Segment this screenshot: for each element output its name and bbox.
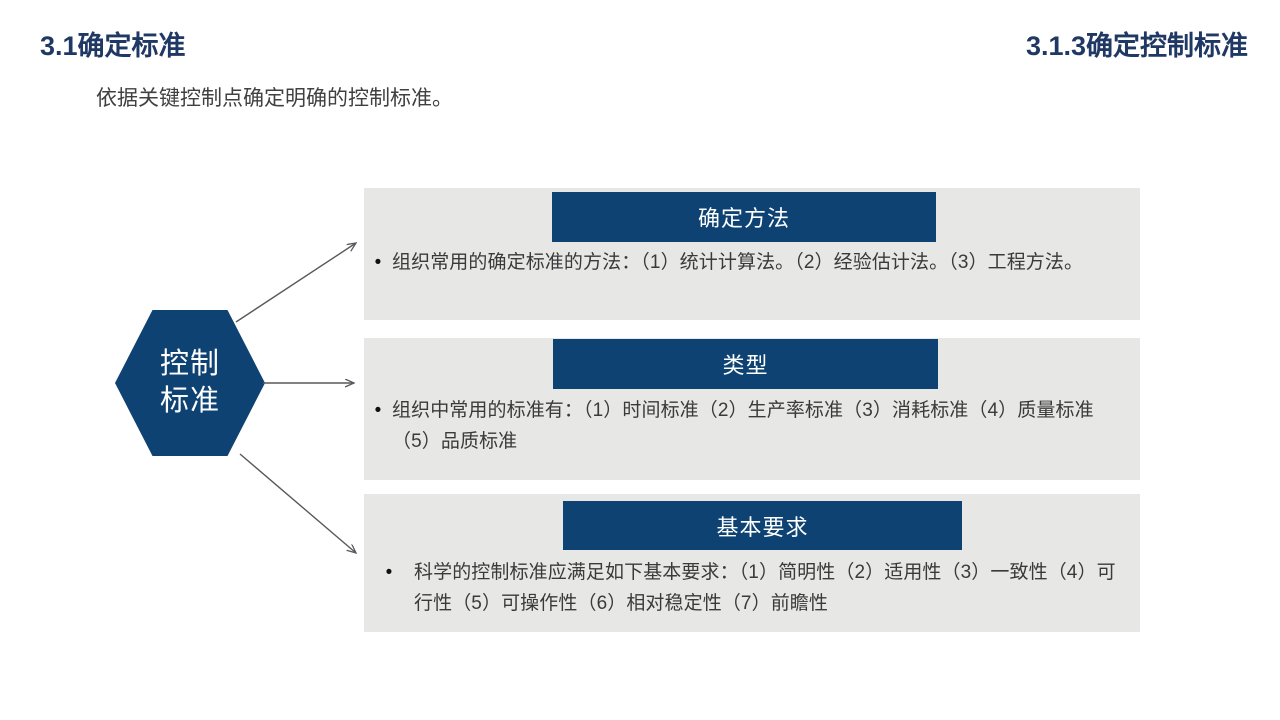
content-card: 类型 • 组织中常用的标准有：（1）时间标准（2）生产率标准（3）消耗标准（4）…: [364, 338, 1140, 480]
hexagon-shape: [115, 310, 265, 456]
page-title: 3.1确定标准: [40, 31, 186, 61]
content-card: 基本要求 • 科学的控制标准应满足如下基本要求：（1）简明性（2）适用性（3）一…: [364, 494, 1140, 632]
card-header: 基本要求: [563, 501, 962, 550]
card-text: 科学的控制标准应满足如下基本要求：（1）简明性（2）适用性（3）一致性（4）可行…: [414, 562, 1116, 614]
arrow-to-card-3: [239, 453, 356, 553]
card-body: • 组织常用的确定标准的方法：（1）统计计算法。（2）经验估计法。（3）工程方法…: [364, 248, 1124, 279]
card-header: 确定方法: [552, 192, 936, 242]
card-header: 类型: [553, 339, 938, 389]
section-title: 3.1.3确定控制标准: [1025, 31, 1248, 61]
card-text: 组织中常用的标准有：（1）时间标准（2）生产率标准（3）消耗标准（4）质量标准（…: [392, 400, 1094, 452]
bullet-icon: •: [374, 400, 382, 421]
page-subtitle: 依据关键控制点确定明确的控制标准。: [96, 87, 453, 110]
bullet-icon: •: [374, 252, 382, 273]
content-card: 确定方法 • 组织常用的确定标准的方法：（1）统计计算法。（2）经验估计法。（3…: [364, 188, 1140, 320]
card-body: • 组织中常用的标准有：（1）时间标准（2）生产率标准（3）消耗标准（4）质量标…: [364, 396, 1124, 458]
bullet-icon: •: [385, 562, 393, 583]
card-body: • 科学的控制标准应满足如下基本要求：（1）简明性（2）适用性（3）一致性（4）…: [364, 558, 1124, 620]
card-text: 组织常用的确定标准的方法：（1）统计计算法。（2）经验估计法。（3）工程方法。: [392, 252, 1084, 273]
central-hexagon: 控制 标准: [115, 310, 265, 456]
